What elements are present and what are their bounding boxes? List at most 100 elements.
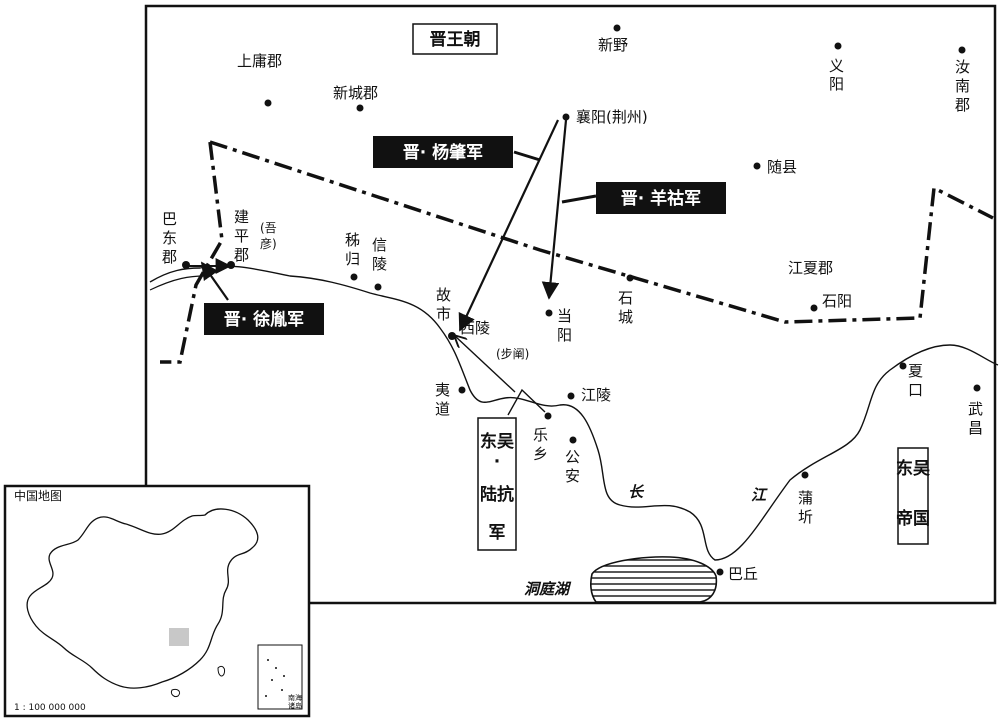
place-shicheng-1: 石 <box>618 289 633 307</box>
xu-yin-army-label: 晋· 徐胤军 <box>224 309 304 330</box>
place-runan-2: 南 <box>955 77 970 95</box>
yang-zhao-army-label: 晋· 杨肇军 <box>403 142 483 163</box>
dot-dangyang <box>545 309 553 317</box>
place-jianping-2: 平 <box>234 227 249 245</box>
place-baqiu: 巴丘 <box>728 565 758 583</box>
wu-empire-label-2: 帝国 <box>896 508 930 529</box>
china-outline <box>26 508 259 689</box>
place-jiangling: 江陵 <box>581 386 611 404</box>
yang-zhao-army-arrow <box>458 119 559 332</box>
place-gushi-2: 市 <box>436 305 451 323</box>
place-zigui-2: 归 <box>345 250 360 268</box>
dot-xiangyang <box>562 113 570 121</box>
place-zigui-1: 秭 <box>345 231 360 249</box>
dot-shiyang <box>810 304 818 312</box>
place-lexiang-2: 乡 <box>533 445 548 463</box>
yang-hu-label-tail <box>561 194 597 204</box>
lu-kang-army-label-3: 陆抗 <box>480 484 514 505</box>
china-inset-map: 中国地图 南海 诸岛 1 : 100 000 000 <box>3 484 311 718</box>
dot-puqi <box>801 471 809 479</box>
place-runan-1: 汝 <box>955 58 970 76</box>
border-line <box>209 140 994 324</box>
place-jiangxia: 江夏郡 <box>788 259 833 277</box>
place-yidao-1: 夷 <box>435 381 450 399</box>
lu-kang-army-label-4: 军 <box>489 523 506 543</box>
place-xinye: 新野 <box>598 36 628 54</box>
dot-suixian <box>753 162 761 170</box>
place-suixian: 随县 <box>767 158 797 176</box>
yang-hu-army-box <box>596 182 726 214</box>
place-gongan-2: 安 <box>565 467 580 485</box>
wu-empire-label-box <box>897 447 929 545</box>
place-yiyang-2: 阳 <box>829 75 844 93</box>
dot-gongan <box>569 436 577 444</box>
yang-zhao-army-box <box>373 136 513 168</box>
dynasty-label: 晋王朝 <box>430 29 481 50</box>
inset-title: 中国地图 <box>14 488 62 503</box>
place-wuchang-1: 武 <box>968 400 983 418</box>
dot-lexiang <box>544 412 552 420</box>
dot-xinling <box>374 283 382 291</box>
place-wuyan-1: (吾 <box>260 221 277 235</box>
dot-wuchang <box>973 384 981 392</box>
lu-kang-army-label-2: · <box>494 452 500 472</box>
place-dangyang-1: 当 <box>557 307 572 325</box>
south-sea-label-2: 诸岛 <box>288 701 302 710</box>
place-dongting: 洞庭湖 <box>524 580 572 598</box>
xu-yin-army-box <box>204 303 324 335</box>
place-wuyan-2: 彦) <box>260 236 277 251</box>
dot-xincheng <box>356 104 364 112</box>
place-xinling-1: 信 <box>372 236 387 254</box>
study-area-highlight <box>169 628 189 646</box>
wu-empire-label-1: 东吴 <box>896 458 930 479</box>
dot-yidao <box>458 386 466 394</box>
place-badong-1: 巴 <box>162 210 177 228</box>
place-xiakou-1: 夏 <box>908 362 923 380</box>
place-jianping-1: 建 <box>234 208 249 226</box>
river-label-chang: 长 <box>628 483 645 501</box>
place-wuchang-2: 昌 <box>968 419 983 437</box>
xu-yin-army-arrow <box>200 261 229 301</box>
dot-jiangling <box>567 392 575 400</box>
river-label-jiang: 江 <box>751 486 768 504</box>
place-xiling: 西陵 <box>460 319 490 337</box>
place-badong-2: 东 <box>162 229 177 247</box>
place-xincheng: 新城郡 <box>333 84 378 102</box>
dot-zigui <box>350 273 358 281</box>
dongting-lake <box>590 556 718 603</box>
dot-jianping <box>227 261 235 269</box>
yang-zhao-label-tail <box>513 150 541 162</box>
place-lexiang-1: 乐 <box>533 426 548 444</box>
dot-xiakou <box>899 362 907 370</box>
place-yiyang-1: 义 <box>829 57 844 75</box>
yang-hu-army-label: 晋· 羊祜军 <box>621 188 701 209</box>
dot-yiyang <box>834 42 842 50</box>
place-yidao-2: 道 <box>435 400 450 418</box>
place-dangyang-2: 阳 <box>557 326 572 344</box>
dot-badong <box>182 261 190 269</box>
dot-runan <box>958 46 966 54</box>
dot-xiling <box>448 332 456 340</box>
yangtze-river <box>149 265 999 561</box>
place-shicheng-2: 城 <box>618 308 633 326</box>
place-badong-3: 郡 <box>162 248 177 266</box>
place-xiangyang: 襄阳(荆州) <box>576 108 648 126</box>
place-shiyang: 石阳 <box>822 292 852 310</box>
lu-kang-army-arrow-b <box>507 388 546 416</box>
south-sea-islands <box>265 659 285 697</box>
taiwan-outline <box>217 665 225 677</box>
place-dots <box>182 24 981 576</box>
lu-kang-army-label-1: 东吴 <box>480 431 514 452</box>
dot-shangyong <box>264 99 272 107</box>
dot-baqiu <box>716 568 724 576</box>
south-sea-label-1: 南海 <box>288 693 302 702</box>
place-gushi-1: 故 <box>436 286 451 304</box>
border-line-west <box>160 141 224 364</box>
place-runan-3: 郡 <box>955 96 970 114</box>
place-buchan: (步阐) <box>496 347 529 361</box>
lu-kang-army-box <box>477 417 517 551</box>
place-puqi-1: 蒲 <box>798 489 813 507</box>
place-xiakou-2: 口 <box>908 381 923 399</box>
